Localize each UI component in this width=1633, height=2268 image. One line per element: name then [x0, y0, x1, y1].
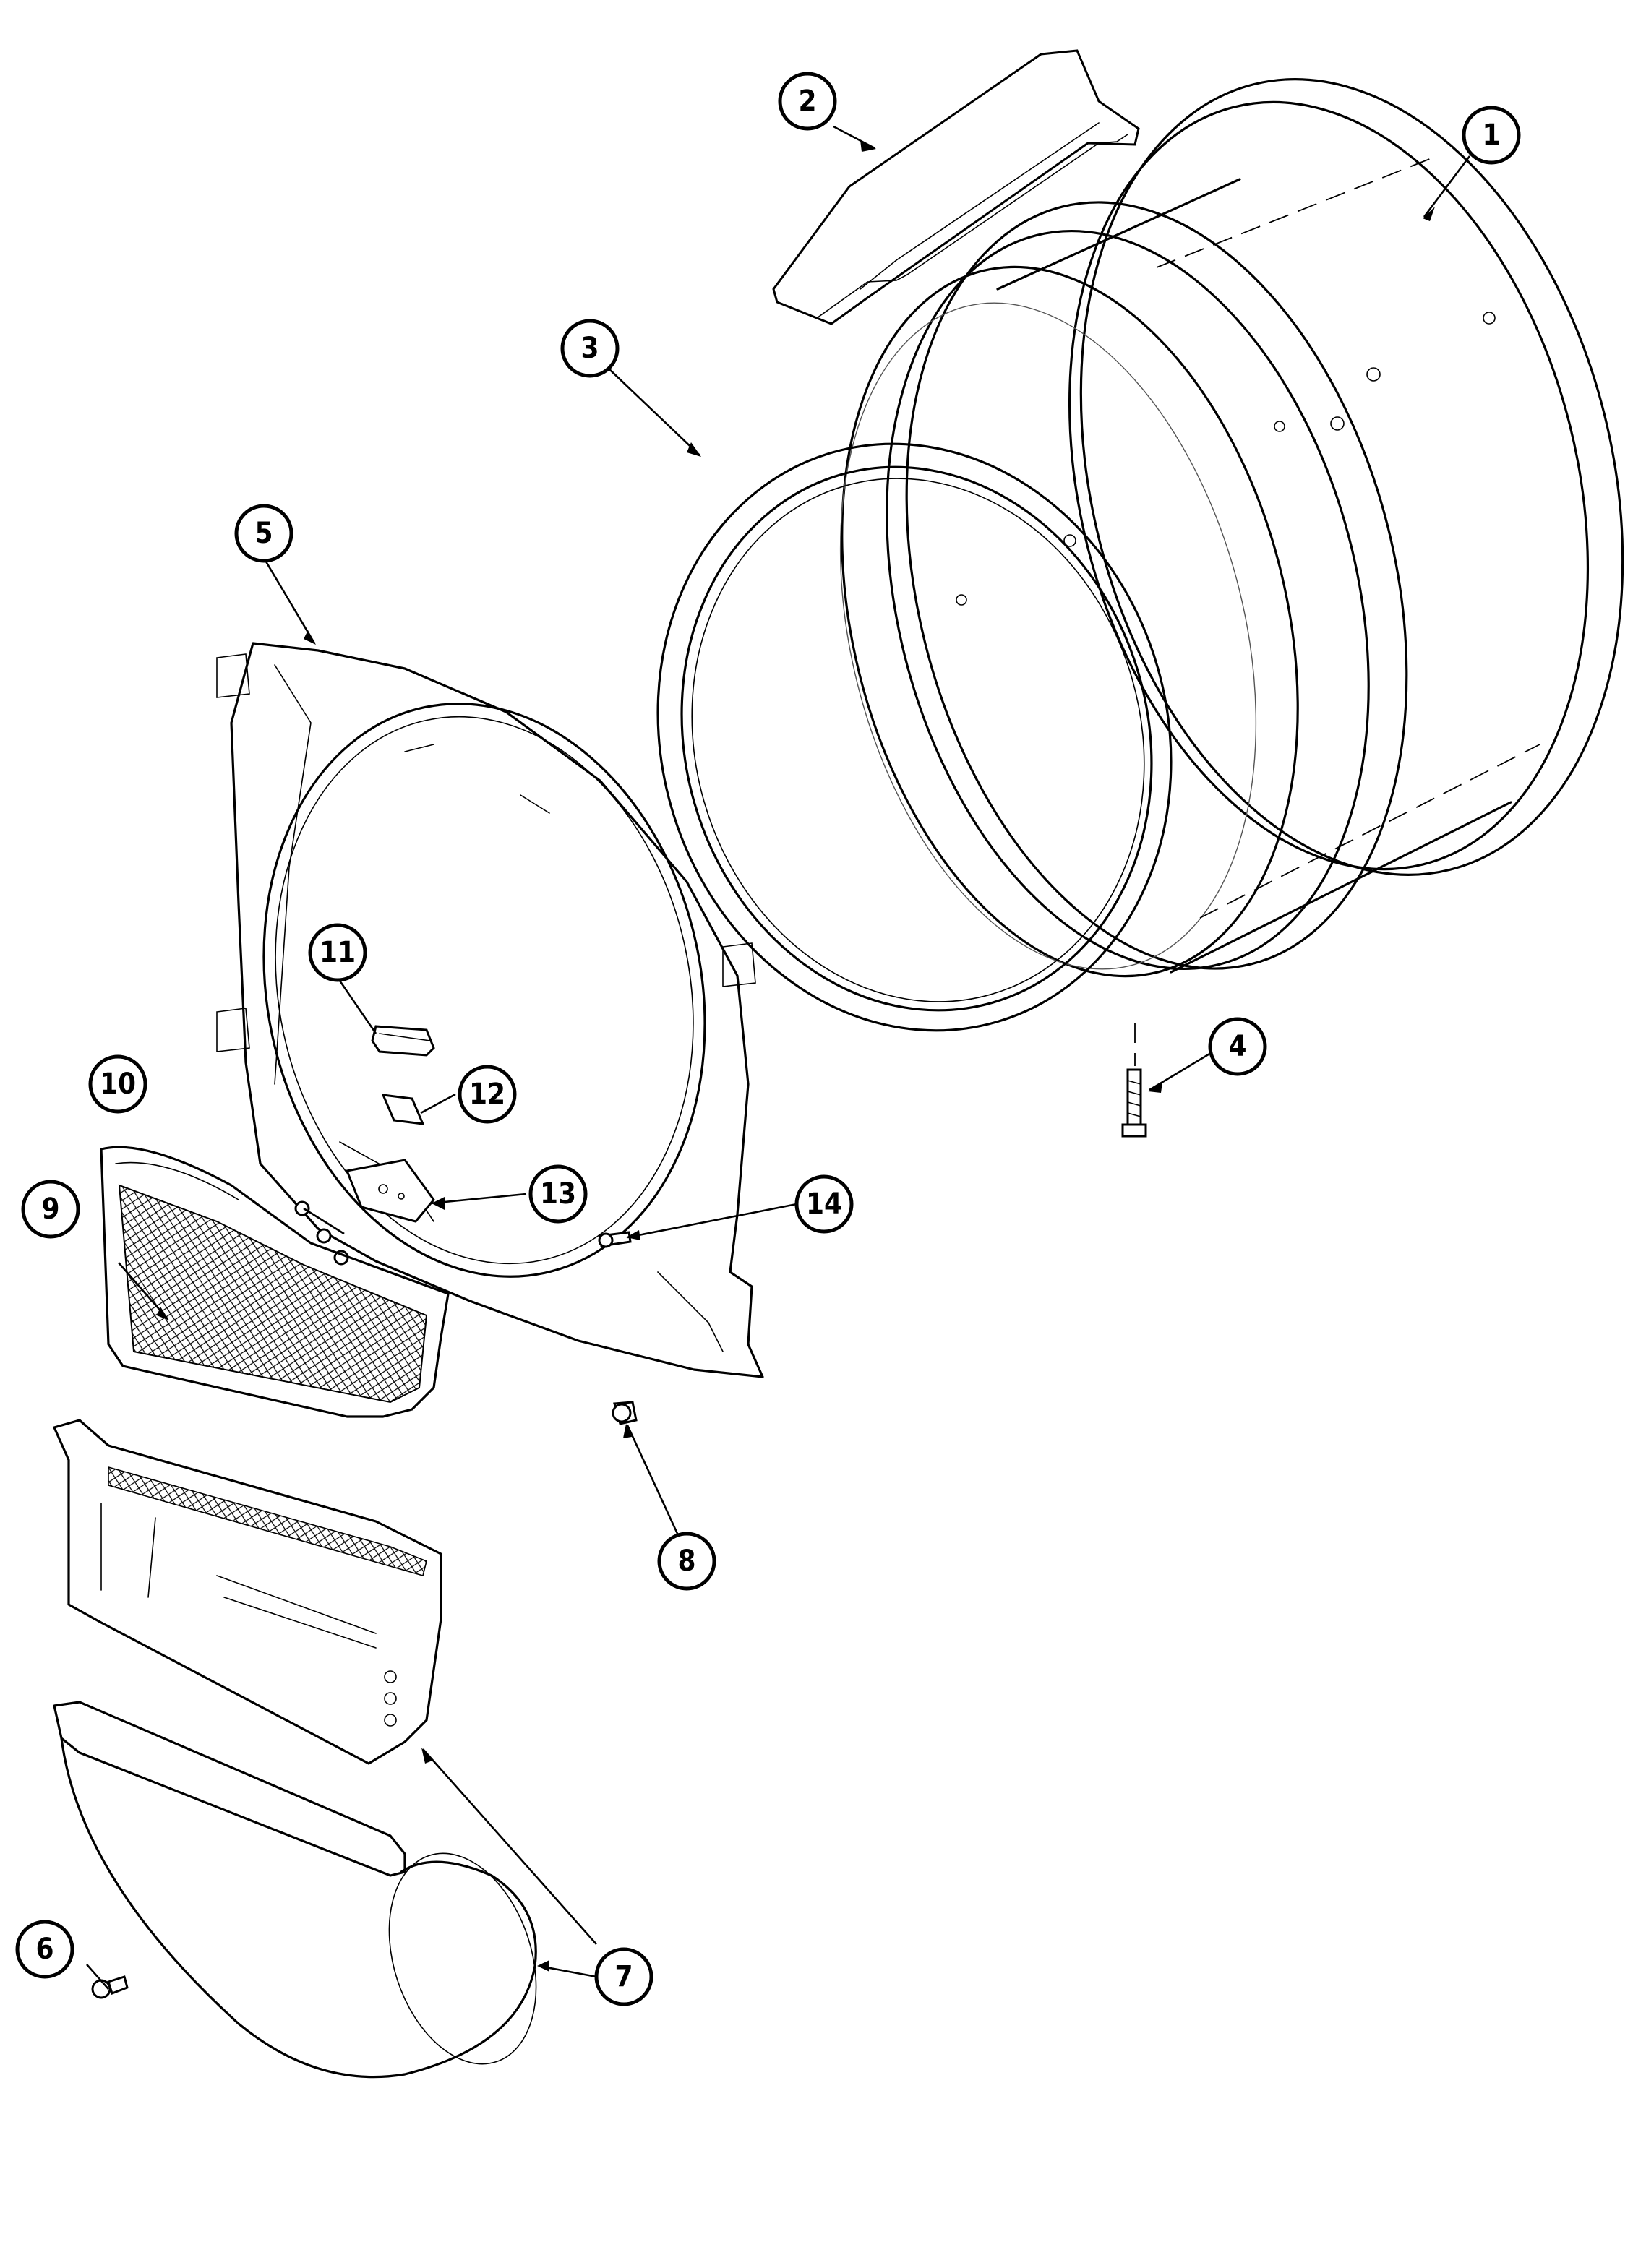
callout-11: 11 — [308, 923, 367, 982]
lint-filter-part — [100, 1146, 450, 1418]
callout-13: 13 — [528, 1164, 588, 1224]
callout-12: 12 — [458, 1065, 517, 1124]
callout-3-label: 3 — [580, 332, 599, 365]
callout-2: 2 — [778, 72, 837, 131]
callout-6: 6 — [15, 1920, 74, 1979]
seal-ring-part — [656, 442, 1173, 1032]
callout-1-label: 1 — [1482, 119, 1500, 152]
callout-14: 14 — [794, 1174, 854, 1234]
callout-6-label: 6 — [35, 1933, 53, 1966]
callout-4: 4 — [1208, 1017, 1267, 1076]
drum-part — [839, 78, 1624, 978]
leader-lines — [86, 125, 1471, 1990]
callout-10-label: 10 — [100, 1068, 136, 1101]
clip-part-11 — [371, 1025, 435, 1057]
screw-part-14 — [598, 1231, 632, 1248]
callout-13-label: 13 — [540, 1177, 576, 1211]
callout-10: 10 — [88, 1054, 147, 1114]
callout-8: 8 — [657, 1532, 716, 1591]
callout-4-label: 4 — [1228, 1030, 1246, 1063]
callout-2-label: 2 — [798, 85, 816, 118]
pad-part-12 — [381, 1094, 425, 1125]
bracket-part-13 — [345, 1159, 435, 1223]
callout-9-label: 9 — [41, 1193, 59, 1226]
leader-arrowheads — [157, 140, 1435, 1972]
callout-8-label: 8 — [677, 1545, 695, 1578]
callout-3: 3 — [560, 319, 620, 378]
callout-11-label: 11 — [320, 936, 356, 969]
screw-part-8 — [612, 1401, 638, 1425]
callout-5-label: 5 — [254, 517, 273, 550]
screw-part-6 — [91, 1975, 129, 1999]
callout-1: 1 — [1462, 106, 1521, 165]
callout-9: 9 — [21, 1180, 80, 1239]
bolt-part-4 — [1121, 1023, 1147, 1138]
callout-14-label: 14 — [806, 1187, 842, 1221]
callout-12-label: 12 — [469, 1078, 505, 1111]
front-bulkhead-part — [216, 642, 764, 1378]
lint-duct-part — [53, 1419, 537, 2079]
baffle-part — [772, 49, 1140, 325]
callout-7-label: 7 — [614, 1960, 633, 1993]
callout-7: 7 — [594, 1947, 653, 2006]
callout-5: 5 — [234, 504, 293, 563]
